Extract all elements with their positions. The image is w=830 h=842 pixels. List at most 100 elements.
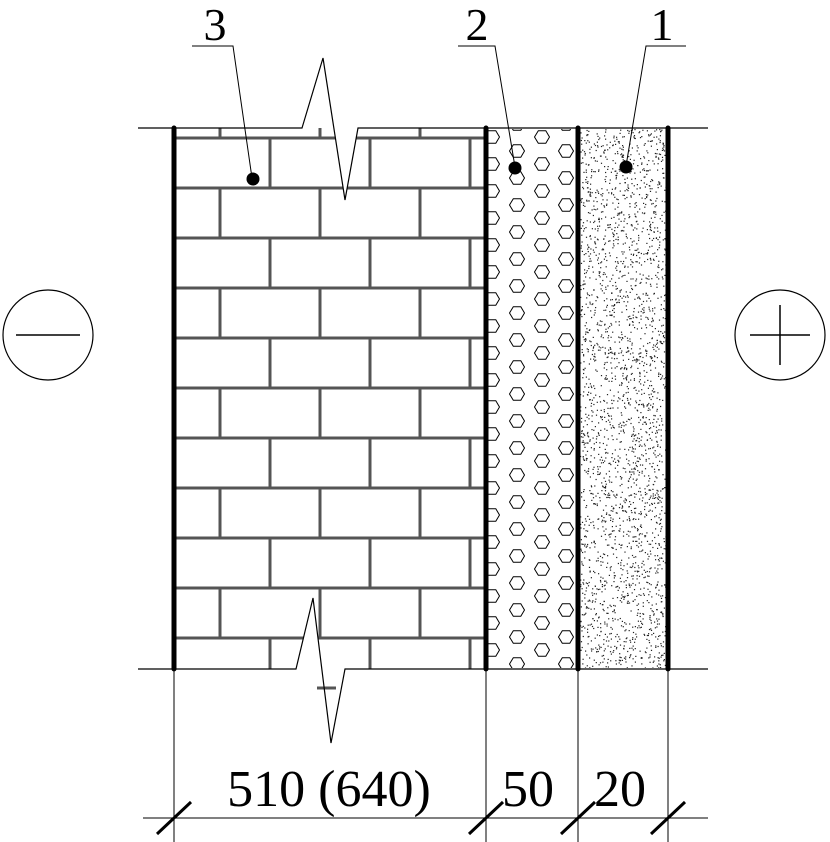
hexagon-mark (557, 279, 575, 293)
hexagon-mark (557, 198, 575, 212)
bottom-break-line (138, 597, 708, 744)
hexagon-mark (488, 265, 501, 279)
hexagon-mark (488, 427, 501, 441)
hexagon-mark (508, 495, 526, 509)
hexagon-mark (533, 319, 551, 333)
hexagon-mark (557, 603, 575, 617)
hexagon-mark (557, 468, 575, 482)
hexagon-mark (533, 562, 551, 576)
hexagon-mark (533, 454, 551, 468)
hexagon-mark (485, 671, 500, 683)
hexagon-mark (533, 265, 551, 279)
plaster-stipple-layer (580, 129, 666, 668)
hexagon-mark (488, 319, 501, 333)
wall-boundaries (171, 125, 671, 672)
extension-lines (173, 669, 669, 842)
hexagon-mark (508, 630, 526, 644)
hexagon-mark (557, 225, 575, 239)
hexagon-mark (557, 630, 575, 644)
leader-layer-3: 3 (192, 0, 260, 186)
leader-dot (246, 172, 260, 186)
dimension-tick (559, 800, 597, 836)
hexagon-mark (560, 129, 572, 131)
hexagon-mark (533, 373, 551, 387)
hexagon-mark (508, 414, 526, 428)
minus-sign-icon (2, 289, 94, 381)
hexagon-mark (488, 616, 501, 630)
hexagon-mark (508, 441, 526, 455)
brick-masonry-layer (174, 128, 486, 669)
label-layer-2: 2 (466, 0, 489, 50)
hexagon-mark (535, 671, 550, 683)
hexagon-mark (508, 171, 526, 185)
dimension-tick (467, 800, 505, 836)
hexagon-mark (533, 400, 551, 414)
dimension-tick (155, 800, 193, 836)
hexagon-mark (533, 184, 551, 198)
plus-sign-icon (734, 289, 826, 381)
hexagon-mark (488, 643, 501, 657)
label-layer-1: 1 (651, 0, 674, 50)
dimension-insulation: 50 (502, 761, 554, 818)
hexagon-mark (488, 508, 501, 522)
hexagon-mark (488, 184, 501, 198)
hexagon-mark (533, 643, 551, 657)
hexagon-mark (533, 481, 551, 495)
hexagon-mark (508, 225, 526, 239)
hexagon-mark (488, 481, 501, 495)
hexagon-mark (533, 130, 551, 144)
hexagon-mark (533, 535, 551, 549)
hexagon-mark (508, 279, 526, 293)
hexagon-mark (533, 589, 551, 603)
hexagon-mark (557, 252, 575, 266)
hexagon-mark (557, 387, 575, 401)
hexagon-mark (557, 360, 575, 374)
leader-layer-2: 2 (458, 0, 522, 175)
hexagon-mark (533, 427, 551, 441)
hexagon-mark (557, 144, 575, 158)
dimension-masonry: 510 (640) (227, 761, 431, 818)
hexagon-mark (488, 130, 501, 144)
hexagon-mark (508, 603, 526, 617)
hexagon-mark (508, 360, 526, 374)
leader-dot (619, 160, 633, 174)
hexagon-mark (508, 387, 526, 401)
hexagon-mark (508, 549, 526, 563)
hexagon-mark (533, 211, 551, 225)
hexagon-mark (488, 157, 501, 171)
hexagon-mark (488, 562, 501, 576)
hexagon-mark (557, 306, 575, 320)
hexagon-mark (508, 306, 526, 320)
hexagon-mark (557, 171, 575, 185)
hexagon-mark (557, 333, 575, 347)
hexagon-mark (488, 589, 501, 603)
hexagon-mark (511, 129, 523, 131)
hexagon-mark (557, 549, 575, 563)
hexagon-mark (488, 373, 501, 387)
dimension-tick (649, 800, 687, 836)
hexagon-mark (533, 508, 551, 522)
hexagon-mark (557, 576, 575, 590)
hexagon-mark (557, 657, 575, 668)
hexagon-mark (533, 616, 551, 630)
hexagon-mark (488, 535, 501, 549)
hexagon-mark (533, 346, 551, 360)
dimension-plaster: 20 (594, 761, 646, 818)
hexagon-mark (488, 211, 501, 225)
hexagon-mark (488, 454, 501, 468)
hexagon-mark (508, 576, 526, 590)
hexagon-mark (508, 468, 526, 482)
leader-layer-1: 1 (619, 0, 686, 174)
hexagon-mark (488, 400, 501, 414)
hexagon-mark (557, 414, 575, 428)
hexagon-mark (557, 522, 575, 536)
hexagon-mark (488, 346, 501, 360)
dimension-line (143, 800, 708, 836)
hexagon-mark (508, 333, 526, 347)
hexagon-mark (508, 198, 526, 212)
insulation-hex-pattern-layer (485, 129, 575, 683)
hexagon-mark (508, 657, 526, 668)
hexagon-mark (508, 144, 526, 158)
hexagon-mark (533, 238, 551, 252)
hexagon-mark (533, 292, 551, 306)
